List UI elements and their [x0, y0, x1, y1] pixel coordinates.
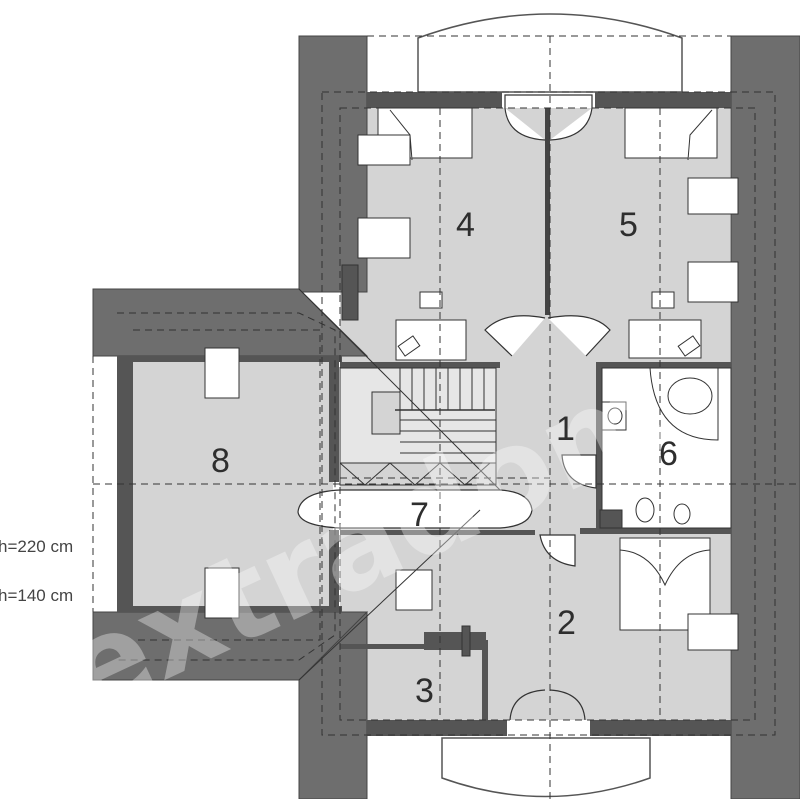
door-arc-4	[484, 315, 546, 357]
balcony-door-top	[504, 94, 593, 141]
height-label-140: h=140 cm	[0, 586, 73, 605]
room5-furniture	[624, 107, 739, 359]
hip-lines	[298, 288, 501, 681]
bathroom-fixtures	[599, 367, 732, 529]
room-number-1: 1	[556, 410, 575, 448]
top-wall-right	[595, 92, 731, 108]
wall-room3-right	[482, 640, 488, 720]
wing-wall-right-lower	[329, 530, 339, 606]
door-arc-2	[539, 534, 576, 567]
room-number-8: 8	[211, 442, 230, 480]
room2-furniture	[395, 537, 739, 657]
room-number-6: 6	[659, 435, 678, 473]
wall-room3-notch	[424, 632, 486, 650]
room-number-4: 4	[456, 206, 475, 244]
room-number-2: 2	[557, 604, 576, 642]
wall-room3-top	[340, 644, 480, 649]
wing-wall-right-upper	[329, 362, 339, 482]
right-roof-wall	[730, 35, 800, 799]
wall-room7-bottom	[340, 530, 535, 535]
room-number-7: 7	[410, 496, 429, 534]
door-arc-5	[547, 315, 611, 357]
top-wall-left	[367, 92, 502, 108]
door-arc-6	[561, 454, 597, 489]
roof-lines	[92, 35, 800, 799]
bay-window-bottom	[441, 737, 651, 798]
bottom-wall-left	[367, 720, 507, 736]
wing-wall-left	[117, 356, 133, 612]
staircase	[339, 367, 497, 486]
wall-4-5-divider	[545, 100, 550, 315]
height-label-220: h=220 cm	[0, 537, 73, 556]
room4-furniture	[341, 107, 473, 361]
wall-bath-bottom	[580, 528, 731, 534]
room-number-5: 5	[619, 206, 638, 244]
wall-bath-top	[596, 362, 731, 368]
room8-skylights	[204, 347, 240, 619]
room-number-3: 3	[415, 672, 434, 710]
bottom-wall-right	[590, 720, 731, 736]
wall-stair-top	[340, 362, 500, 368]
left-roof-wall	[298, 35, 368, 293]
balcony-door-bottom	[509, 689, 586, 721]
wing-roof-top	[92, 288, 369, 357]
wall-bath-left	[596, 362, 602, 530]
